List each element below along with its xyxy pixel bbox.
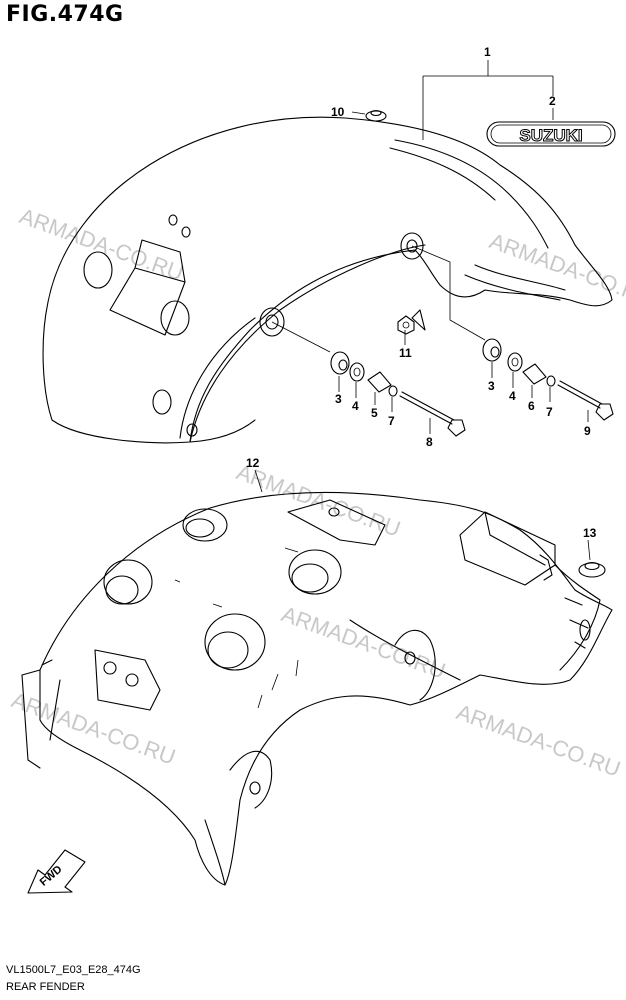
forward-arrow-text: FWD: [38, 863, 65, 888]
rear-fender-upper: [42, 116, 613, 444]
watermark-5: ARMADA-CO.RU: [453, 699, 624, 781]
figure-title: FIG.474G: [6, 2, 124, 27]
watermark-2: ARMADA-CO.RU: [486, 228, 626, 310]
suzuki-emblem: SUZUKI: [486, 121, 616, 147]
callout-3-left: 3: [335, 392, 342, 406]
hardware-right: [482, 338, 614, 421]
part-11-nut: [397, 315, 415, 335]
callout-3-right: 3: [488, 379, 495, 393]
callout-4-right: 4: [509, 389, 516, 403]
callout-7-right: 7: [546, 405, 553, 419]
callout-2: 2: [549, 94, 556, 108]
part-10-grommet: [365, 109, 387, 122]
callout-1: 1: [484, 45, 491, 59]
figure-code: VL1500L7_E03_E28_474G: [6, 964, 141, 976]
callout-10: 10: [331, 105, 345, 119]
leader-lines-hardware: [254, 362, 591, 561]
callout-13: 13: [583, 526, 597, 540]
part-13-grommet: [578, 561, 606, 578]
watermark-1: ARMADA-CO.RU: [16, 203, 187, 285]
callout-12: 12: [246, 456, 260, 470]
callout-6: 6: [528, 399, 535, 413]
forward-arrow: FWD: [27, 849, 86, 894]
watermark-3: ARMADA-CO.RU: [233, 459, 404, 541]
watermark-6: ARMADA-CO.RU: [278, 601, 449, 683]
leader-lines-top: [271, 60, 554, 353]
hardware-left: [330, 351, 466, 437]
callout-numbers: 1 2 3 4 5 7 8 3 4 6 7 9 10 11 12 13: [246, 45, 597, 540]
callout-5: 5: [371, 406, 378, 420]
callout-4-left: 4: [352, 399, 359, 413]
callout-7-left: 7: [388, 414, 395, 428]
rear-fender-lower: [21, 491, 613, 886]
emblem-text: SUZUKI: [519, 126, 582, 145]
callout-9: 9: [584, 424, 591, 438]
callout-11: 11: [399, 346, 412, 360]
callout-8: 8: [426, 435, 433, 449]
figure-name: REAR FENDER: [6, 981, 85, 993]
